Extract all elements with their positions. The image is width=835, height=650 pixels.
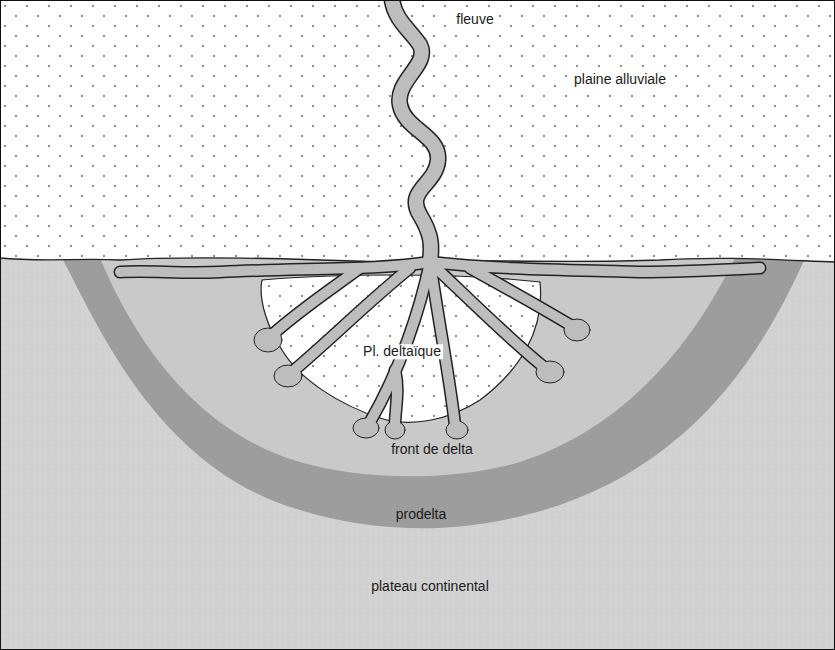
river-network [120, 0, 760, 439]
delta-front-area [100, 258, 735, 476]
region-label: plateau continental [369, 579, 491, 594]
region-label: plaine alluviale [572, 72, 668, 87]
region-label: prodelta [394, 507, 449, 522]
river-label: fleuve [454, 12, 495, 27]
alluvial-plain [0, 0, 835, 262]
prodelta-band [62, 258, 805, 528]
region-label: Pl. deltaïque [361, 344, 443, 359]
region-label: front de delta [389, 442, 475, 457]
